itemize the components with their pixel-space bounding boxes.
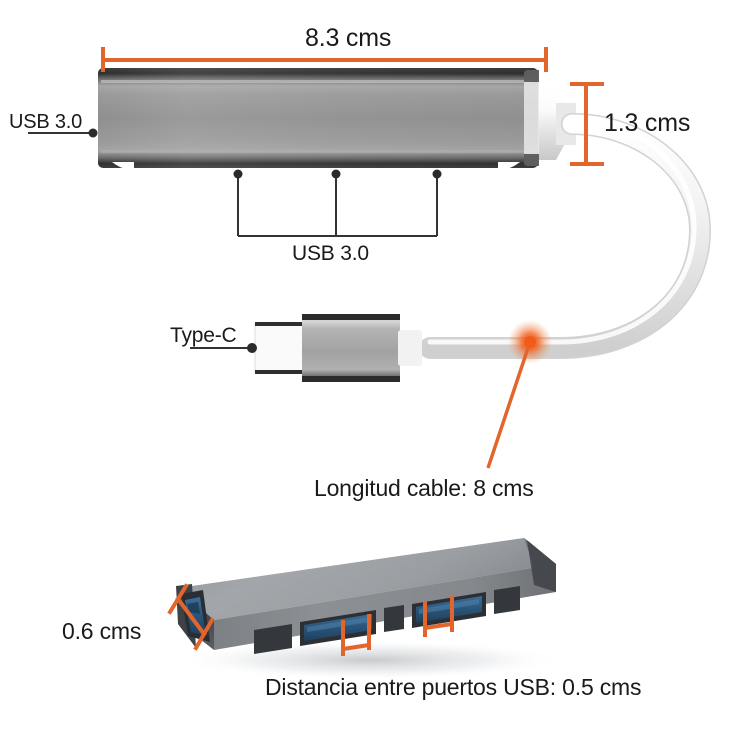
callout-label-type-c: Type-C	[170, 324, 237, 347]
callout-label-cable-length: Longitud cable: 8 cms	[314, 475, 534, 501]
callout-type-c-dot	[247, 343, 257, 353]
cable-highlight	[427, 116, 697, 345]
usb-ports-front	[254, 586, 520, 654]
dimension-label-height: 1.3 cms	[604, 109, 691, 137]
type-c-body-edge-top	[302, 314, 400, 320]
dimension-port-gap-1-line	[342, 643, 370, 651]
type-c-body	[302, 314, 400, 382]
body-right-cap	[524, 70, 539, 166]
callout-usb-left	[28, 128, 98, 138]
body-notch-left	[112, 162, 134, 170]
dimension-port-height-line	[175, 596, 207, 637]
type-c-tip-line-top	[255, 322, 307, 326]
usb-port-end-contact	[187, 602, 200, 614]
body-notch-right	[498, 162, 520, 170]
dimension-port-gap-1	[341, 614, 371, 656]
hub-front-face	[214, 564, 556, 650]
type-c-collar	[398, 330, 422, 366]
cable	[420, 114, 710, 358]
type-c-body-edge-bottom	[302, 376, 400, 382]
type-c-tip-line-bottom	[255, 370, 307, 374]
dimension-port-gap-2-line	[424, 622, 453, 630]
callout-type-c	[190, 343, 257, 353]
body-right-cap-top	[524, 70, 539, 82]
callout-port-3-dot	[432, 169, 442, 179]
dimension-label-port-gap: Distancia entre puertos USB: 0.5 cms	[265, 674, 642, 700]
body-right-cap-bottom	[524, 154, 539, 166]
dimension-port-gap-2	[423, 596, 454, 637]
dimension-length	[101, 47, 548, 72]
dimension-label-length: 8.3 cms	[305, 24, 392, 52]
usb-port-e-housing	[494, 586, 520, 614]
hub-body-sheen	[98, 68, 538, 168]
body-bottom-highlight	[101, 150, 533, 153]
type-c-plug	[254, 314, 422, 382]
callout-label-usb-left: USB 3.0	[9, 111, 83, 133]
hub-top-view	[98, 68, 712, 359]
callout-usb-bottom	[237, 175, 438, 237]
usb-port-a-housing	[254, 624, 292, 654]
body-top-highlight	[101, 80, 533, 83]
usb-port-b-contact	[307, 617, 369, 632]
cable-glow-core	[524, 336, 536, 348]
usb-port-c-housing	[384, 605, 404, 632]
dimension-height	[570, 82, 604, 166]
hub-perspective-view	[175, 538, 565, 680]
callout-port-1-dot	[233, 169, 243, 179]
hub-top-face	[178, 538, 556, 620]
usb-port-d-contact	[419, 599, 479, 614]
hub-right-bezel	[527, 540, 556, 592]
callout-cable-length-leader	[486, 347, 530, 469]
dimension-label-port-height: 0.6 cms	[62, 618, 142, 644]
type-c-tip	[254, 323, 306, 373]
callout-port-2-dot	[331, 169, 341, 179]
callout-usb-left-dot	[88, 128, 98, 138]
callout-cable-length	[486, 320, 552, 469]
dimension-port-height	[167, 583, 215, 651]
callout-label-usb-bottom: USB 3.0	[292, 242, 369, 265]
